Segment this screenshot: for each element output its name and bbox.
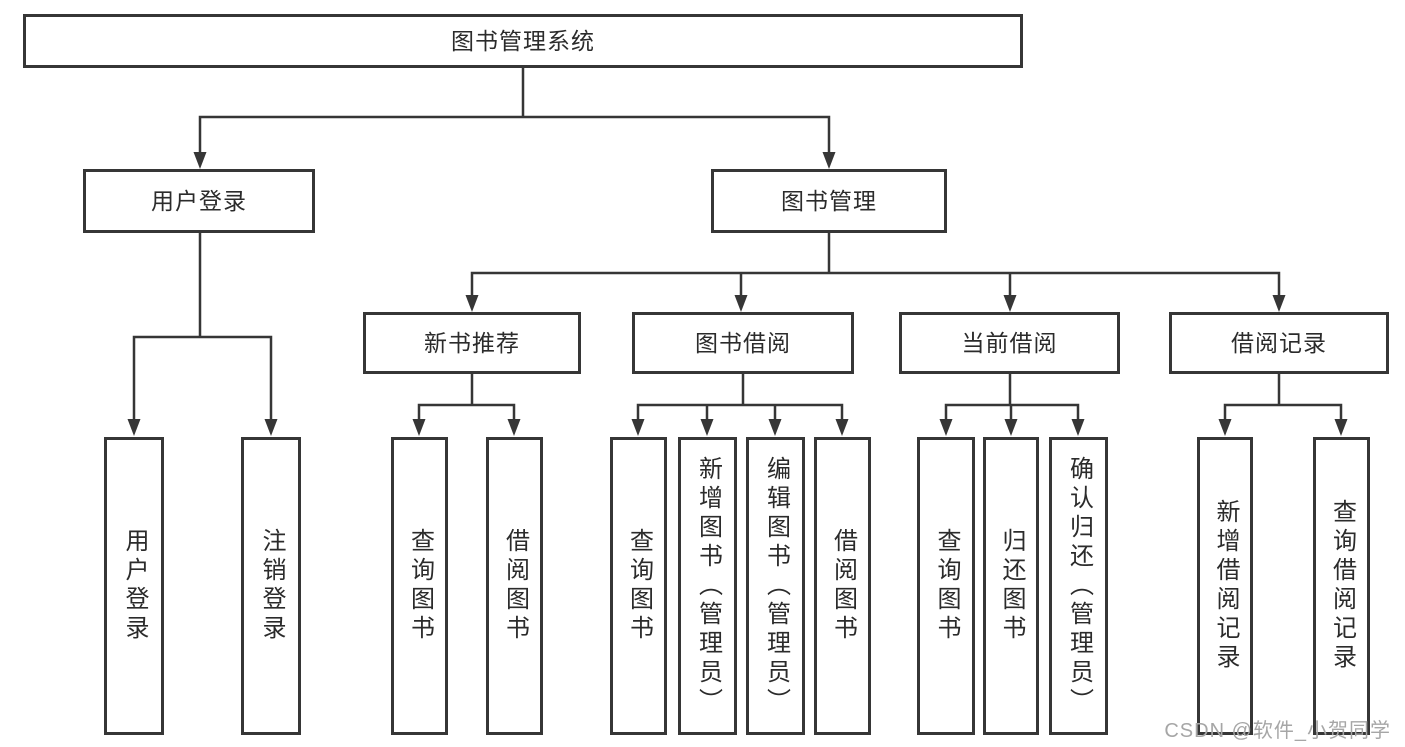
arrowhead: [939, 419, 953, 436]
arrowhead: [700, 419, 714, 436]
arrowhead: [631, 419, 645, 436]
node-user-login: 用户登录: [83, 169, 315, 233]
node-current-borrowing: 当前借阅: [899, 312, 1120, 374]
arrowhead: [822, 152, 836, 169]
arrowhead: [1004, 419, 1018, 436]
arrowhead: [1272, 295, 1286, 312]
arrowhead: [835, 419, 849, 436]
arrowhead: [127, 419, 141, 436]
arrowhead: [1071, 419, 1085, 436]
node-borrowing-records: 借阅记录: [1169, 312, 1389, 374]
arrowhead: [768, 419, 782, 436]
connector-root-to-level2: [198, 68, 831, 164]
leaf-confirm-return-admin: 确认归还（管理员）: [1049, 437, 1108, 735]
arrowhead: [1218, 419, 1232, 436]
leaf-add-borrow-record: 新增借阅记录: [1197, 437, 1253, 735]
connector-new-book-subtree: [417, 374, 516, 430]
node-book-management: 图书管理: [711, 169, 947, 233]
leaf-borrow-books-recommend: 借阅图书: [486, 437, 543, 735]
node-book-borrowing: 图书借阅: [632, 312, 854, 374]
connector-book-borrowing-subtree: [636, 374, 844, 430]
connector-user-login-subtree: [132, 233, 273, 430]
arrowhead: [1003, 295, 1017, 312]
leaf-return-books: 归还图书: [983, 437, 1039, 735]
arrowhead: [193, 152, 207, 169]
leaf-add-books-admin: 新增图书（管理员）: [678, 437, 737, 735]
leaf-user-login: 用户登录: [104, 437, 164, 735]
arrowhead: [264, 419, 278, 436]
connector-borrowing-records-subtree: [1223, 374, 1343, 430]
arrowhead: [734, 295, 748, 312]
connector-book-management-subtree: [470, 233, 1281, 306]
connector-current-borrowing-subtree: [944, 374, 1080, 430]
arrowhead: [412, 419, 426, 436]
leaf-edit-books-admin: 编辑图书（管理员）: [746, 437, 805, 735]
node-root-system: 图书管理系统: [23, 14, 1023, 68]
arrowhead: [507, 419, 521, 436]
arrowhead: [465, 295, 479, 312]
leaf-query-books-recommend: 查询图书: [391, 437, 448, 735]
leaf-query-books-borrow: 查询图书: [610, 437, 667, 735]
node-new-book-recommendation: 新书推荐: [363, 312, 581, 374]
arrowhead: [1334, 419, 1348, 436]
leaf-query-borrow-record: 查询借阅记录: [1313, 437, 1370, 735]
leaf-borrow-books-borrow: 借阅图书: [814, 437, 871, 735]
leaf-query-books-current: 查询图书: [917, 437, 975, 735]
leaf-logout-login: 注销登录: [241, 437, 301, 735]
